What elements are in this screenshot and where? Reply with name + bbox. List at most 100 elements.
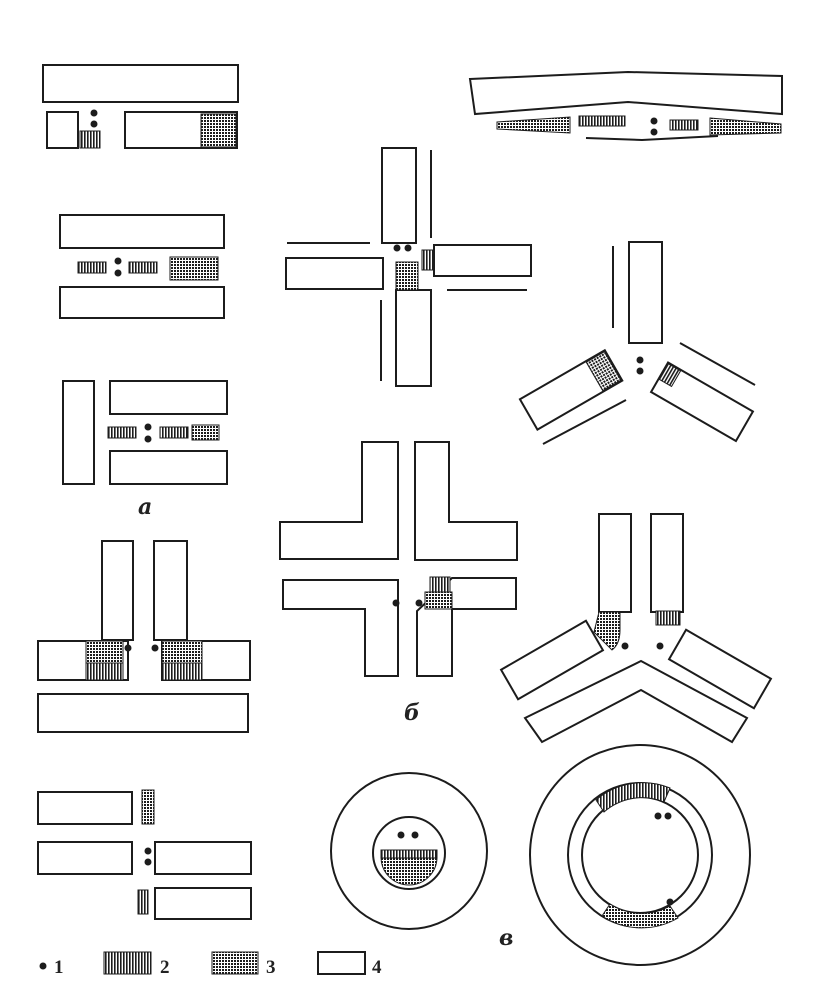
bus-stop-dot [411, 831, 419, 839]
parking-area [601, 903, 679, 929]
bus-stop-dot [144, 847, 152, 855]
building [153, 540, 188, 641]
bicycle-parking [107, 426, 137, 439]
building [109, 450, 228, 485]
building [59, 286, 225, 319]
bicycle-parking [421, 249, 435, 271]
bus-stop-dot [393, 244, 401, 252]
scheme-a2 [59, 214, 225, 319]
bus-stop-dot [415, 599, 423, 607]
building [381, 147, 417, 244]
scheme-circle-small [330, 772, 488, 930]
road-edge [585, 135, 719, 142]
bicycle-parking [79, 130, 101, 149]
bus-stop-dot [656, 642, 664, 650]
parking-area [200, 113, 237, 148]
building [598, 513, 632, 613]
bus-stop-dot [654, 812, 662, 820]
building [649, 361, 755, 443]
building [285, 257, 384, 290]
building [433, 244, 532, 277]
bus-stop-dot [114, 269, 122, 277]
bus-stop-dot [397, 831, 405, 839]
parking-area [496, 116, 571, 134]
legend: 1 2 3 4 [39, 951, 382, 978]
bus-stop-dot [144, 435, 152, 443]
bus-stop-dot [621, 642, 629, 650]
bus-stop-dot [392, 599, 400, 607]
bicycle-parking [658, 363, 682, 388]
bus-stop-dot [151, 644, 159, 652]
scheme-a1 [42, 64, 239, 149]
building [395, 289, 432, 387]
legend-label-2: 2 [160, 957, 170, 978]
legend-swatch-1 [39, 962, 47, 970]
bicycle-parking [655, 610, 681, 626]
road-edge [679, 342, 756, 386]
bus-stop-dot [144, 858, 152, 866]
group-label-a: а [138, 494, 152, 520]
building [37, 841, 133, 875]
bus-stop-dot [114, 257, 122, 265]
bicycle-parking [380, 849, 438, 859]
bicycle-parking [595, 782, 671, 813]
building [37, 693, 249, 733]
bus-stop-dot [636, 356, 644, 364]
building [101, 540, 134, 641]
legend-swatch-4 [317, 951, 366, 975]
road-edge [542, 399, 627, 445]
building [109, 380, 228, 415]
bus-stop-dot [90, 109, 98, 117]
building [667, 628, 773, 710]
bus-stop-dot [90, 120, 98, 128]
bus-stop-dot [666, 898, 674, 906]
parking-area [395, 261, 419, 291]
building [42, 64, 239, 103]
building [523, 659, 749, 744]
legend-swatch-3 [211, 951, 259, 975]
building [628, 241, 663, 344]
parking-area [585, 350, 622, 392]
scheme-a3 [62, 380, 228, 485]
bicycle-parking [85, 662, 124, 681]
bus-stop-dot [650, 128, 658, 136]
group-label-c: в [499, 925, 513, 951]
parking-area [141, 789, 155, 825]
bicycle-parking [161, 662, 203, 681]
scheme-b-lshape [279, 441, 518, 677]
building [154, 841, 252, 875]
building [279, 441, 399, 560]
building [37, 791, 133, 825]
scheme-fork [499, 513, 773, 744]
bus-stop-dot [404, 244, 412, 252]
bus-stop-dot [144, 423, 152, 431]
building [499, 619, 605, 701]
legend-label-3: 3 [266, 957, 276, 978]
parking-area [593, 611, 621, 651]
scheme-threeway [518, 241, 756, 445]
building [282, 579, 399, 677]
legend-swatch-2 [103, 951, 152, 975]
building [414, 441, 518, 561]
bus-stop-dot [650, 117, 658, 125]
scheme-circle-large [529, 744, 751, 966]
ring-building-inner [581, 796, 699, 914]
building [650, 513, 684, 613]
parking-area [424, 591, 453, 610]
legend-label-4: 4 [372, 957, 382, 978]
scheme-staggered [37, 789, 252, 920]
building [46, 111, 79, 149]
scheme-b-cross [285, 147, 532, 387]
bicycle-parking [429, 576, 451, 593]
scheme-angled-top [468, 70, 783, 142]
bicycle-parking [669, 119, 699, 131]
bicycle-parking [77, 261, 107, 274]
parking-area [191, 424, 220, 441]
bus-stop-dot [636, 367, 644, 375]
building [154, 887, 252, 920]
legend-label-1: 1 [54, 957, 64, 978]
parking-area [380, 856, 438, 886]
building [59, 214, 225, 249]
scheme-corner-pair [37, 540, 251, 733]
